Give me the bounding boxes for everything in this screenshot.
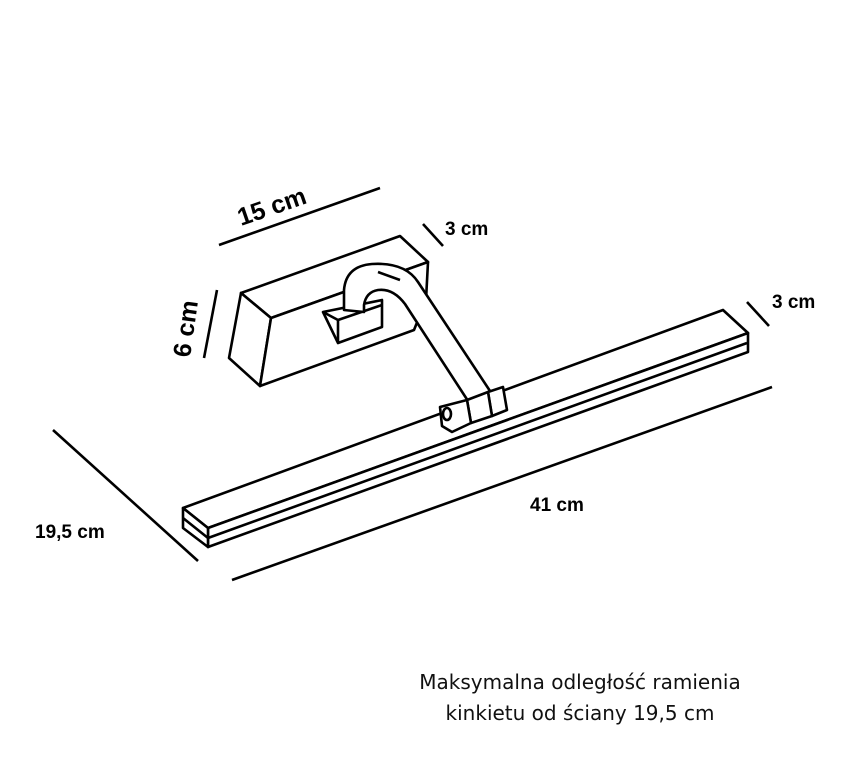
dim-line-box-width — [218, 186, 381, 247]
dim-line-bar-depth — [746, 301, 770, 327]
wall-mount-box — [227, 234, 430, 388]
label-arm-reach: 19,5 cm — [35, 522, 105, 543]
label-box-depth: 3 cm — [445, 219, 488, 240]
caption-line-1: Maksymalna odległość ramienia — [419, 670, 741, 694]
arm-clamp — [438, 385, 509, 434]
dim-line-bar-length — [231, 385, 773, 582]
dim-line-box-height — [202, 289, 219, 359]
caption-line-2: kinkietu od ściany 19,5 cm — [445, 701, 715, 725]
dim-line-arm-reach — [52, 429, 199, 562]
label-bar-depth: 3 cm — [772, 292, 815, 313]
label-box-width: 15 cm — [234, 182, 310, 232]
caption: Maksymalna odległość ramienia kinkietu o… — [330, 667, 830, 729]
dim-line-box-depth — [422, 223, 444, 247]
label-box-height: 6 cm — [168, 299, 204, 359]
label-bar-length: 41 cm — [530, 495, 584, 516]
